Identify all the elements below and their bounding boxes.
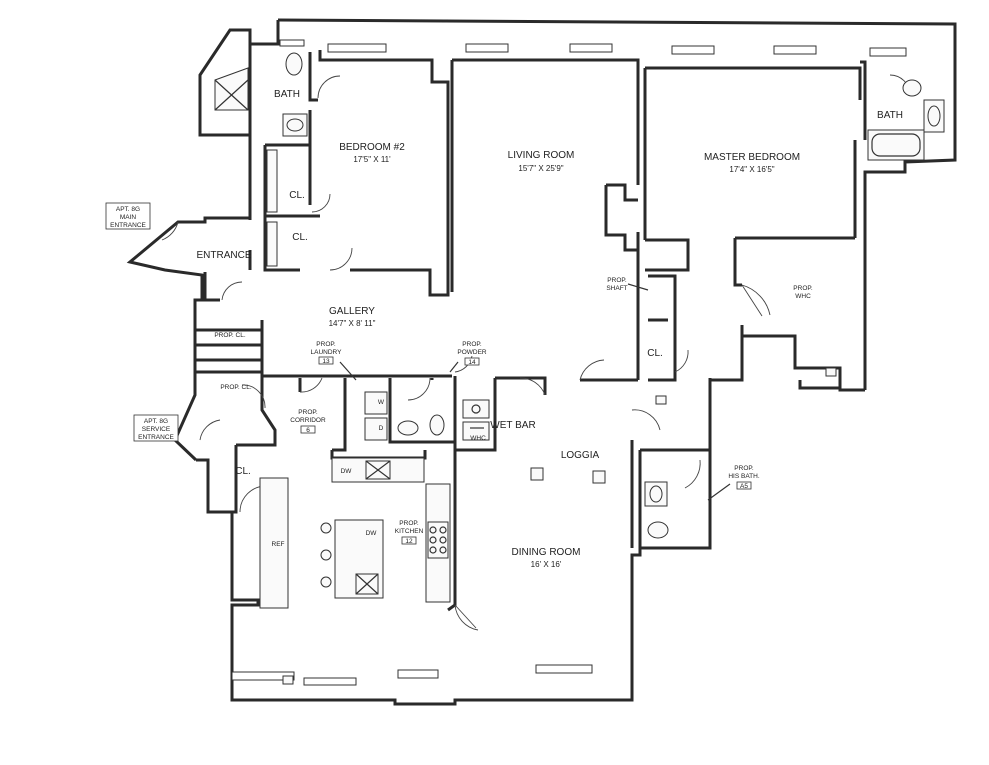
svg-text:POWDER: POWDER [457,349,487,356]
label-cl-2: CL. [292,232,308,243]
label-w: W [378,399,385,406]
label-bedroom2: BEDROOM #2 [339,142,405,153]
svg-text:HIS BATH.: HIS BATH. [728,473,759,480]
label-bedroom2-dims: 17'5" X 11' [353,155,391,164]
svg-text:PROP.: PROP. [734,465,754,472]
label-cl-1: CL. [289,190,305,201]
svg-text:CORRIDOR: CORRIDOR [290,417,326,424]
svg-text:12: 12 [405,538,413,545]
exterior-walls [126,18,957,706]
svg-text:WHC: WHC [795,293,811,300]
callout-service-line1: APT. 8G [144,418,168,425]
svg-text:6: 6 [306,427,310,434]
svg-text:PROP.: PROP. [298,409,318,416]
svg-text:PROP.: PROP. [607,277,627,284]
label-bath-right: BATH [877,110,903,121]
label-master-bedroom: MASTER BEDROOM [704,152,800,163]
loggia-column-left [530,467,544,481]
svg-text:13: 13 [322,358,330,365]
label-dining-room: DINING ROOM [512,547,581,558]
label-prop-his-bath: PROP. HIS BATH. A5 [728,465,759,490]
label-d: D [379,425,384,432]
svg-text:PROP.: PROP. [793,285,813,292]
windows [231,39,907,686]
label-prop-cl-1: PROP. CL. [214,332,246,339]
label-bath-left: BATH [274,89,300,100]
fixtures [214,52,945,685]
label-master-dims: 17'4" X 16'5" [729,165,774,174]
label-wet-bar: WET BAR [490,420,535,431]
label-gallery: GALLERY [329,306,375,317]
callout-main-line1: APT. 8G [116,206,140,213]
label-loggia: LOGGIA [561,450,600,461]
loggia-column-right [592,470,606,484]
label-living-dims: 15'7" X 25'9" [518,164,563,173]
label-prop-laundry: PROP. LAUNDRY 13 [311,341,343,365]
label-entrance: ENTRANCE [196,250,251,261]
main-entrance-callout: APT. 8G MAIN ENTRANCE [105,202,151,230]
range-stove [427,521,449,559]
label-ref: REF [272,541,285,548]
room-labels: BATH BEDROOM #2 17'5" X 11' CL. CL. LIVI… [196,89,902,569]
label-cl-3: CL. [647,348,663,359]
doors [161,74,911,631]
refrigerator [259,477,289,609]
label-dw-2: DW [366,530,378,537]
label-prop-powder: PROP. POWDER 14 [457,341,487,366]
label-dining-dims: 16' X 16' [531,560,562,569]
label-cl-4: CL. [235,466,251,477]
toilet-bath-left [285,52,303,76]
shower-bath-left [214,67,249,111]
label-gallery-dims: 14'7" X 8' 11" [329,319,376,328]
label-prop-kitchen: PROP. KITCHEN 12 [395,520,424,545]
label-living-room: LIVING ROOM [508,150,575,161]
svg-text:KITCHEN: KITCHEN [395,528,424,535]
service-entrance-callout: APT. 8G SERVICE ENTRANCE [133,414,179,442]
svg-text:PROP.: PROP. [462,341,482,348]
label-prop-corridor: PROP. CORRIDOR 6 [290,409,326,434]
svg-text:PROP.: PROP. [399,520,419,527]
interior-walls [195,44,867,612]
callout-main-line2: MAIN [120,214,137,221]
label-whc: WHC [470,435,486,442]
toilet-bath-right [902,79,922,97]
callout-service-line3: ENTRANCE [138,434,174,441]
svg-text:14: 14 [468,359,476,366]
label-dw-1: DW [341,468,353,475]
svg-text:SHAFT: SHAFT [606,285,627,292]
label-prop-whc: PROP. WHC [793,285,813,300]
callout-main-line3: ENTRANCE [110,222,146,229]
svg-text:PROP.: PROP. [316,341,336,348]
callout-service-line2: SERVICE [142,426,171,433]
svg-text:A5: A5 [740,483,748,490]
label-prop-cl-2: PROP. CL. [220,384,252,391]
label-prop-shaft: PROP. SHAFT [606,277,627,292]
svg-text:LAUNDRY: LAUNDRY [311,349,343,356]
leader-lines [339,283,731,501]
